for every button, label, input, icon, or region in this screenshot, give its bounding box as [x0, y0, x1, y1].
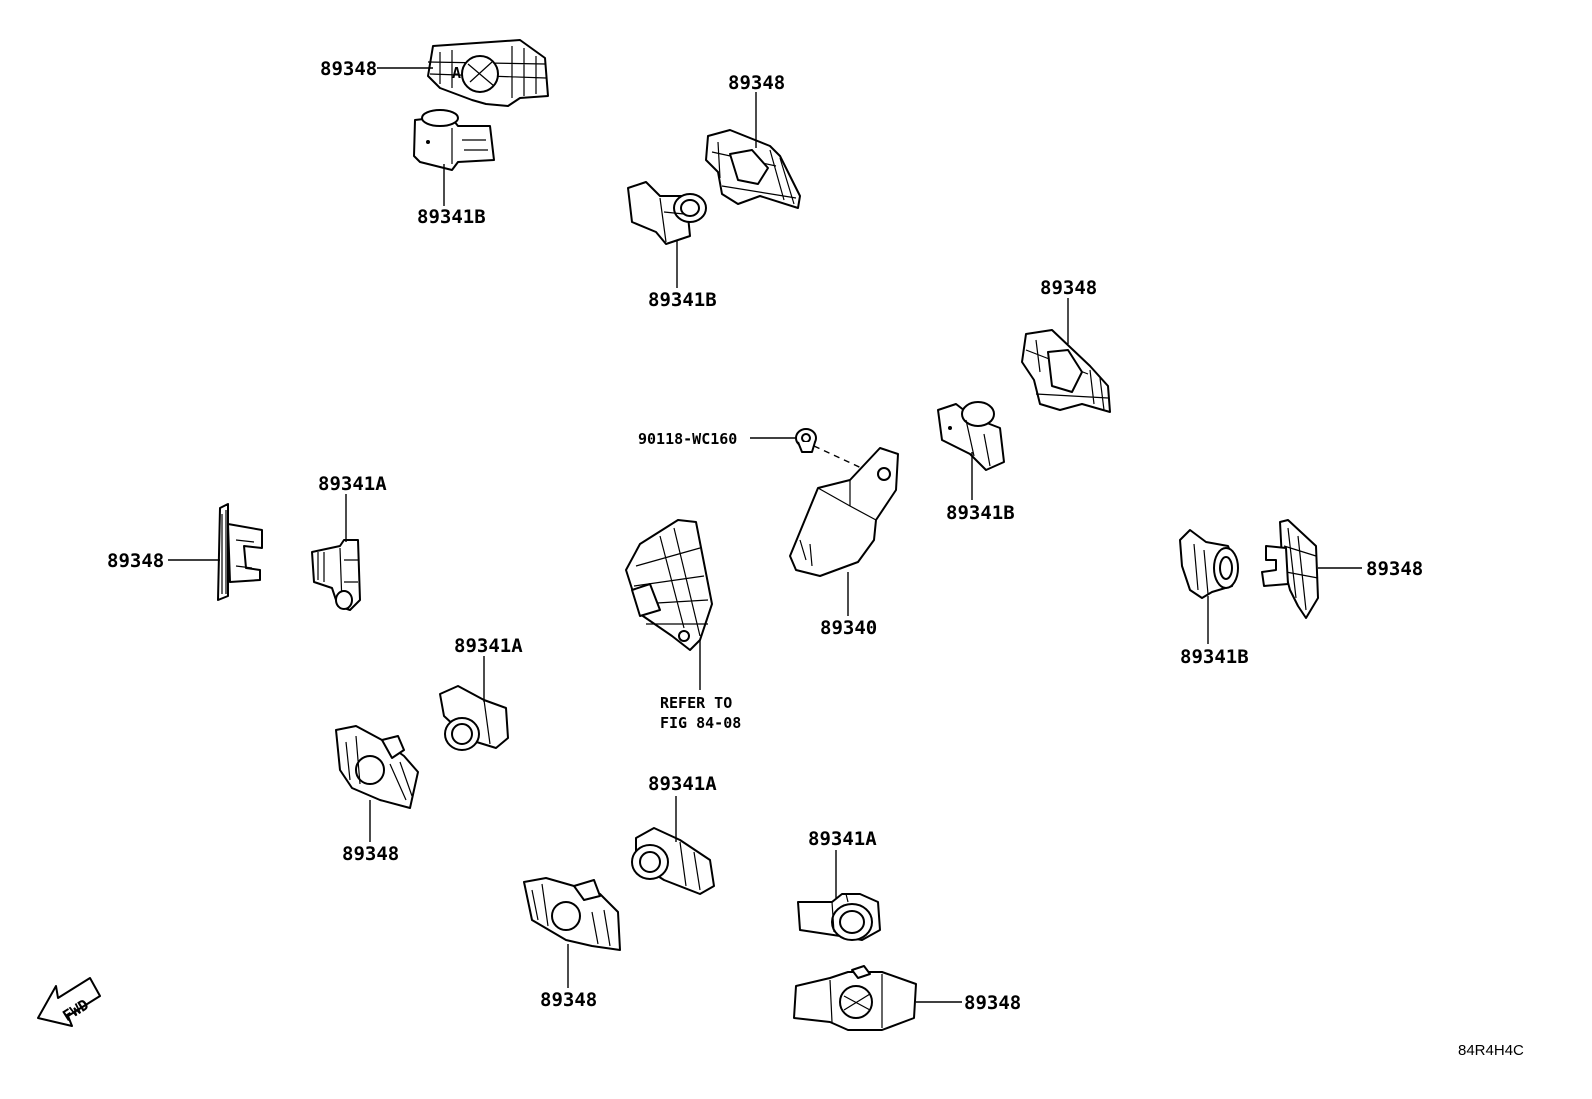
label-bracket-right-upper: 89348	[1040, 277, 1097, 299]
label-sensor-b-right: 89341B	[1180, 646, 1249, 668]
sensor-b-top-left[interactable]: 89341B	[413, 109, 495, 228]
label-module: 89340	[820, 617, 877, 639]
label-bracket-top-left: 89348	[320, 58, 377, 80]
sensor-b-right[interactable]: 89341B	[1179, 529, 1249, 668]
sensor-b-right-upper[interactable]: 89341B	[937, 401, 1015, 524]
label-clip: 90118-WC160	[638, 430, 737, 448]
label-sensor-b-top-left: 89341B	[417, 206, 486, 228]
bracket-right[interactable]: 89348	[1261, 519, 1423, 619]
bracket-bottom-right[interactable]: 89348	[793, 965, 1021, 1031]
sensor-a-bottom-right[interactable]: 89341A	[797, 828, 881, 941]
bracket-left[interactable]: 89348	[107, 503, 263, 601]
label-sensor-a-left: 89341A	[318, 473, 387, 495]
label-bracket-right: 89348	[1366, 558, 1423, 580]
label-bracket-top-center: 89348	[728, 72, 785, 94]
sensor-a-bottom-center[interactable]: 89341A	[631, 773, 717, 895]
label-bracket-bottom-center: 89348	[540, 989, 597, 1011]
sensor-b-top-center[interactable]: 89341B	[627, 181, 717, 311]
reference-unit[interactable]: REFER TO FIG 84-08	[625, 519, 741, 732]
label-bracket-left: 89348	[107, 550, 164, 572]
label-refer-line2: FIG 84-08	[660, 714, 741, 732]
control-module[interactable]: 89340	[789, 447, 899, 639]
bracket-top-center[interactable]: 89348	[705, 72, 801, 209]
sensor-a-mid-left[interactable]: 89341A	[439, 635, 523, 751]
label-refer-line1: REFER TO	[660, 694, 732, 712]
bracket-right-upper[interactable]: 89348	[1021, 277, 1111, 413]
fwd-arrow-icon: FWD	[37, 977, 101, 1027]
bracket-mid-left[interactable]: 89348	[335, 725, 419, 865]
label-sensor-a-bottom-center: 89341A	[648, 773, 717, 795]
label-sensor-a-mid-left: 89341A	[454, 635, 523, 657]
label-sensor-b-top-center: 89341B	[648, 289, 717, 311]
label-sensor-b-right-upper: 89341B	[946, 502, 1015, 524]
label-bracket-bottom-right: 89348	[964, 992, 1021, 1014]
bracket-bottom-center[interactable]: 89348	[523, 877, 621, 1011]
label-sensor-a-bottom-right: 89341A	[808, 828, 877, 850]
illustration-code: 84R4H4C	[1458, 1042, 1524, 1059]
label-bracket-mid-left: 89348	[342, 843, 399, 865]
clip[interactable]: 90118-WC160	[638, 428, 871, 473]
bracket-top-left[interactable]: A 89348	[320, 39, 549, 107]
sensor-a-left[interactable]: 89341A	[311, 473, 387, 611]
svg-text:A: A	[452, 64, 461, 82]
